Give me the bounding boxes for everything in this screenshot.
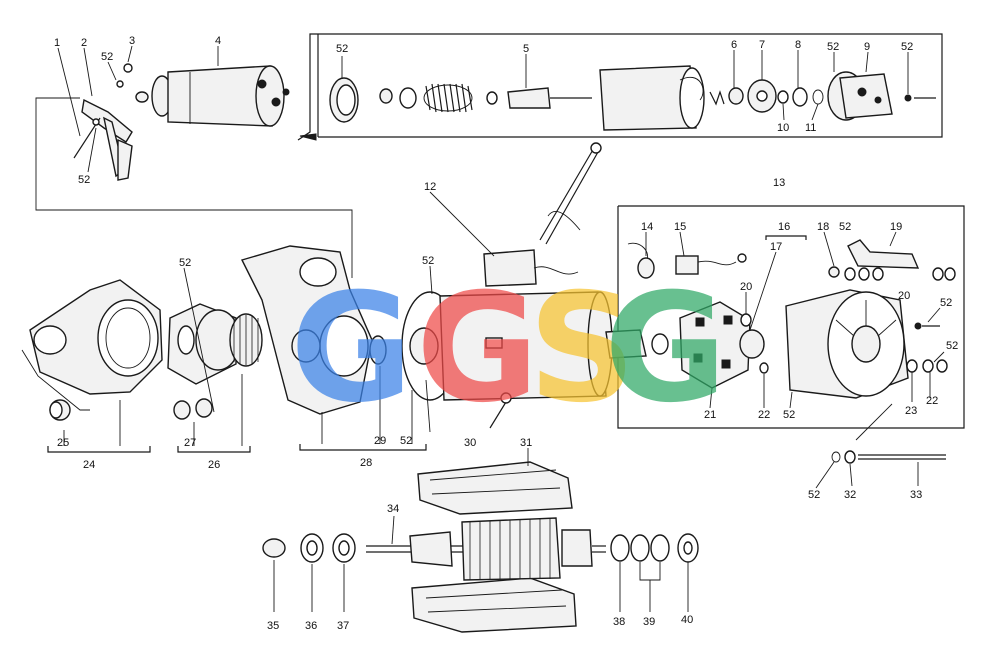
callout-label: 18 xyxy=(817,221,829,233)
drive-end-housing xyxy=(21,279,163,411)
through-bolt-33 xyxy=(831,403,946,464)
callout-label: 52 xyxy=(827,41,839,53)
spring-14 xyxy=(627,242,655,279)
field-coils-31 xyxy=(411,461,577,633)
watermark-letter-2: G xyxy=(416,262,539,436)
callout-label: 52 xyxy=(940,297,952,309)
callout-label: 20 xyxy=(740,281,752,293)
callout-label: 5 xyxy=(523,43,529,55)
solenoid-switch xyxy=(135,65,290,127)
callout-label: 52 xyxy=(400,435,412,447)
thrust-washer-29 xyxy=(369,335,387,365)
callout-label: 52 xyxy=(783,409,795,421)
callout-label: 12 xyxy=(424,181,436,193)
callout-label: 38 xyxy=(613,616,625,628)
leader-lines xyxy=(57,45,945,545)
washers-35-40 xyxy=(262,533,699,612)
callout-label: 20 xyxy=(898,290,910,302)
solenoid-detail-frame xyxy=(297,33,943,141)
screw-30 xyxy=(489,392,512,429)
brush-plate-21 xyxy=(679,301,751,389)
solenoid-case xyxy=(599,65,705,131)
callout-label: 52 xyxy=(901,41,913,53)
callout-label: 52 xyxy=(78,174,90,186)
callout-label: 13 xyxy=(773,177,785,189)
callout-label: 37 xyxy=(337,620,349,632)
shift-lever-assembly xyxy=(73,63,133,181)
callout-label: 26 xyxy=(208,459,220,471)
callout-label: 25 xyxy=(57,437,69,449)
callout-label: 39 xyxy=(643,616,655,628)
drive-pinion-assembly xyxy=(167,303,263,385)
callout-label: 52 xyxy=(808,489,820,501)
commutator-end-cover xyxy=(785,289,909,399)
callout-label: 29 xyxy=(374,435,386,447)
watermark-letter-1: G xyxy=(290,262,413,436)
callout-label: 35 xyxy=(267,620,279,632)
callout-label: 1 xyxy=(54,37,60,49)
bracket-19 xyxy=(847,239,920,269)
watermark: G G S G xyxy=(290,262,727,436)
callout-label: 22 xyxy=(926,395,938,407)
callout-label: 8 xyxy=(795,39,801,51)
callout-label: 6 xyxy=(731,39,737,51)
callout-label: 23 xyxy=(905,405,917,417)
callout-label: 14 xyxy=(641,221,653,233)
callout-label: 40 xyxy=(681,614,693,626)
callout-label: 9 xyxy=(864,41,870,53)
callout-label: 21 xyxy=(704,409,716,421)
watermark-letter-4: G xyxy=(604,262,727,436)
callout-label: 34 xyxy=(387,503,399,515)
callout-label: 17 xyxy=(770,241,782,253)
callout-label: 16 xyxy=(778,221,790,233)
field-frame-yoke xyxy=(401,291,669,401)
callout-label: 19 xyxy=(890,221,902,233)
callout-label: 52 xyxy=(336,43,348,55)
solenoid-cover xyxy=(827,71,893,121)
callout-label: 52 xyxy=(179,257,191,269)
callout-label: 10 xyxy=(777,122,789,134)
callout-label: 52 xyxy=(839,221,851,233)
field-coil-lead xyxy=(483,142,602,287)
callout-label: 30 xyxy=(464,437,476,449)
callout-labels: 1 2 3 4 52 52 52 5 6 7 8 52 9 52 10 11 1… xyxy=(54,35,958,632)
bushings-27 xyxy=(173,398,213,420)
brush-15 xyxy=(675,253,747,275)
callout-label: 22 xyxy=(758,409,770,421)
callout-label: 11 xyxy=(805,122,816,134)
callout-label: 32 xyxy=(844,489,856,501)
solenoid-internal-parts xyxy=(329,65,936,131)
callout-label: 33 xyxy=(910,489,922,501)
callout-label: 36 xyxy=(305,620,317,632)
callout-label: 7 xyxy=(759,39,765,51)
callout-label: 4 xyxy=(215,35,221,47)
callout-label: 52 xyxy=(101,51,113,63)
bushing-25 xyxy=(49,399,71,421)
watermark-letter-3: S xyxy=(528,262,636,436)
intermediate-bracket xyxy=(240,245,373,415)
return-spring xyxy=(423,83,473,113)
callout-label: 52 xyxy=(422,255,434,267)
group-brackets xyxy=(47,235,807,453)
callout-label: 52 xyxy=(946,340,958,352)
callout-label: 15 xyxy=(674,221,686,233)
callout-label: 3 xyxy=(129,35,135,47)
callout-label: 31 xyxy=(520,437,532,449)
callout-label: 28 xyxy=(360,457,372,469)
armature-34 xyxy=(366,517,606,581)
bush-17 xyxy=(739,329,765,359)
shift-lever-connector-line xyxy=(35,97,353,278)
callout-label: 24 xyxy=(83,459,95,471)
callout-label: 2 xyxy=(81,37,87,49)
callout-label: 27 xyxy=(184,437,196,449)
